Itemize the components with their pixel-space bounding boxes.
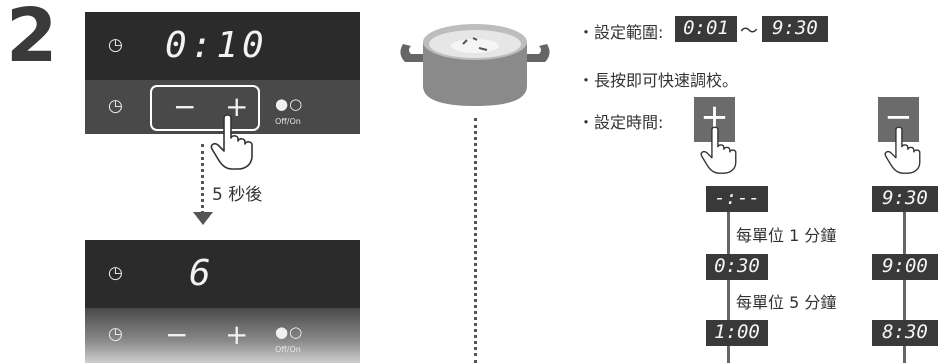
- plus-seq-value2: 1:00: [706, 320, 768, 346]
- pot-illustration: [400, 24, 550, 106]
- plus-button[interactable]: +: [225, 318, 249, 351]
- plus-seq-line: [727, 280, 730, 320]
- toggle-dots[interactable]: ●○: [275, 95, 304, 113]
- pointing-hand-icon: [884, 126, 921, 174]
- timer-icon: ◷: [108, 324, 123, 344]
- hold-note: ・長按即可快速調校。: [578, 71, 739, 90]
- top-display-time: 0:10: [165, 25, 268, 66]
- delay-label: 5 秒後: [212, 185, 263, 205]
- range-separator: ～: [740, 21, 758, 42]
- step-number: 2: [6, 0, 58, 79]
- minus-seq-value1: 9:00: [872, 254, 938, 280]
- minus-seq-start: 9:30: [872, 186, 938, 212]
- top-panel-display: ◷ 0:10: [85, 12, 360, 80]
- plus-button[interactable]: +: [225, 90, 249, 123]
- minus-button[interactable]: −: [165, 318, 189, 351]
- minus-button[interactable]: −: [173, 90, 197, 123]
- range-label: ・設定範圍:: [578, 23, 664, 42]
- bottom-display-value: 6: [189, 253, 215, 294]
- plus-step2-note: 每單位 5 分鐘: [736, 293, 837, 312]
- timer-icon: ◷: [108, 35, 123, 55]
- minus-seq-line: [903, 346, 906, 363]
- top-panel-controls: ◷ − + ●○ Off/On: [85, 80, 360, 134]
- bottom-panel-controls: ◷ − + ●○ Off/On: [85, 308, 360, 363]
- minus-seq-value2: 8:30: [872, 320, 938, 346]
- time-label: ・設定時間:: [578, 113, 664, 132]
- plus-seq-line: [727, 346, 730, 363]
- plus-step1-note: 每單位 1 分鐘: [736, 226, 837, 245]
- minus-seq-line: [903, 212, 906, 254]
- down-arrow-icon: [193, 212, 213, 225]
- bottom-panel-display: ◷ 6: [85, 240, 360, 308]
- flow-dotted-line: [201, 144, 204, 214]
- timer-icon: ◷: [108, 263, 123, 283]
- plus-seq-line: [727, 212, 730, 254]
- range-end-display: 9:30: [762, 16, 828, 42]
- highlight-frame: [150, 85, 260, 131]
- range-start-display: 0:01: [675, 16, 737, 42]
- off-on-label: Off/On: [275, 345, 301, 354]
- plus-seq-value1: 0:30: [706, 254, 768, 280]
- plus-seq-start: -:--: [706, 186, 768, 212]
- minus-seq-line: [903, 280, 906, 320]
- minus-key[interactable]: −: [878, 97, 919, 142]
- pointing-hand-icon: [700, 126, 737, 174]
- timer-icon: ◷: [108, 96, 123, 116]
- pointing-hand-icon: [210, 114, 253, 170]
- pot-dotted-line: [474, 118, 477, 363]
- off-on-label: Off/On: [275, 117, 301, 126]
- toggle-dots[interactable]: ●○: [275, 323, 304, 341]
